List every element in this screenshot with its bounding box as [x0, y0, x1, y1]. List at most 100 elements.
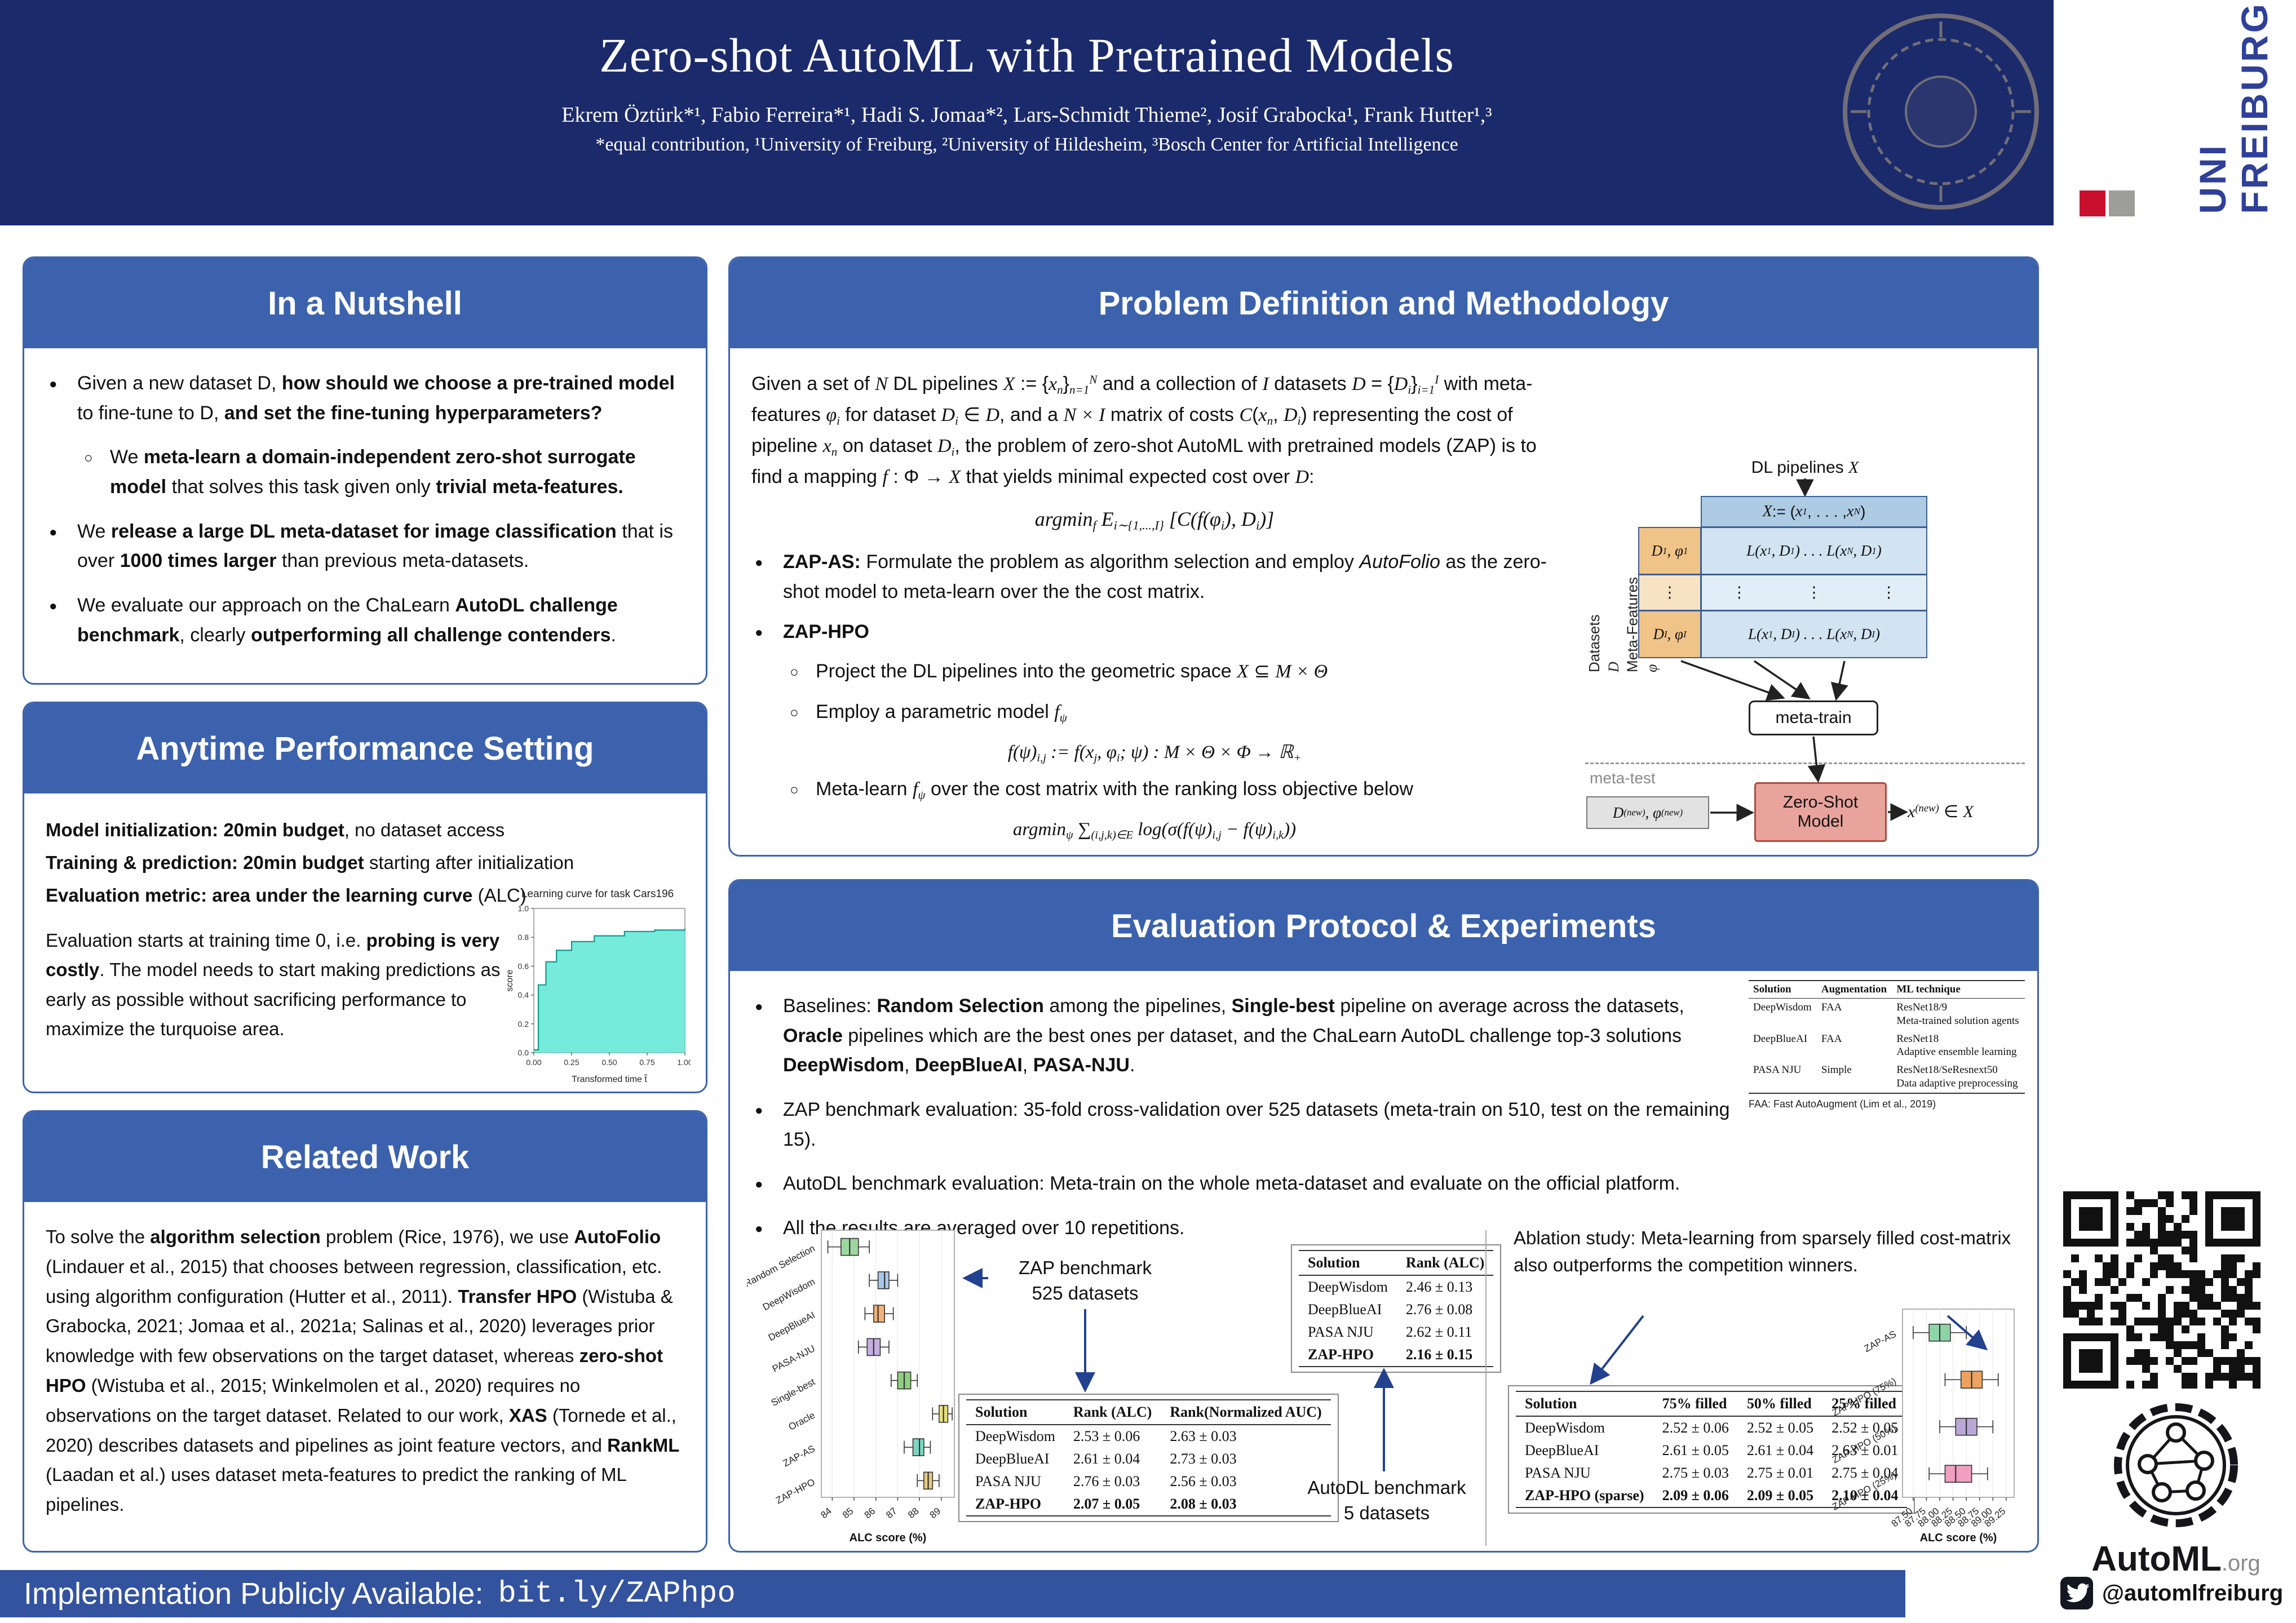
- bullet-item: We release a large DL meta-dataset for i…: [46, 517, 684, 576]
- section-related-work: Related Work To solve the algorithm sele…: [23, 1110, 707, 1553]
- svg-text:0.4: 0.4: [518, 991, 529, 1000]
- footer-label: Implementation Publicly Available:: [24, 1577, 484, 1611]
- bullet-item: ZAP benchmark evaluation: 35-fold cross-…: [751, 1095, 1732, 1154]
- bullet-item: Given a new dataset D, how should we cho…: [46, 369, 684, 428]
- svg-text:DeepWisdom: DeepWisdom: [761, 1276, 817, 1313]
- section-title-evaluation: Evaluation Protocol & Experiments: [730, 881, 2037, 971]
- uni-freiburg-logo: UNI FREIBURG: [2054, 0, 2296, 225]
- matrix-dots-cell: ⋮: [1638, 574, 1701, 611]
- section-title-related: Related Work: [24, 1112, 706, 1202]
- svg-text:ALC score (%): ALC score (%): [850, 1532, 927, 1544]
- poster-title: Zero-shot AutoML with Pretrained Models: [599, 28, 1454, 82]
- automl-logo: AutoML.org: [2074, 1398, 2277, 1579]
- bullet-item: We evaluate our approach on the ChaLearn…: [46, 591, 684, 650]
- problem-text-column: Given a set of N DL pipelines X := {xn}n…: [751, 369, 1558, 845]
- svg-text:0.0: 0.0: [518, 1048, 529, 1057]
- header-band: Zero-shot AutoML with Pretrained Models …: [0, 0, 2296, 225]
- svg-text:1.0: 1.0: [518, 904, 529, 913]
- meta-test-label: meta-test: [1590, 769, 1656, 787]
- surrogate-formula: f(ψ)i,j := f(xj, φi; ψ) : M × Θ × Φ → ℝ+: [1007, 742, 1302, 764]
- setting-line: Evaluation metric: area under the learni…: [46, 884, 527, 906]
- learning-curve-title: Learning curve for task Cars196: [521, 888, 674, 900]
- automl-tld: .org: [2221, 1551, 2260, 1576]
- svg-text:0.00: 0.00: [526, 1058, 541, 1067]
- objective-formula: argminf Ei∼{1,...,I} [C(f(φi), Di)]: [1034, 508, 1275, 533]
- twitter-block: @automlfreiburg: [2060, 1577, 2283, 1609]
- zap-hpo-bullet: ZAP-HPO: [751, 617, 1558, 647]
- nutshell-bullet-list: Given a new dataset D, how should we cho…: [46, 369, 684, 650]
- uni-logo-red-mark: [2080, 190, 2105, 216]
- dl-pipelines-label: DL pipelines X: [1751, 458, 1859, 477]
- setting-line: Model initialization: 20min budget, no d…: [46, 819, 505, 840]
- related-work-paragraph: To solve the algorithm selection problem…: [46, 1226, 680, 1515]
- automl-wordmark: AutoML: [2091, 1540, 2222, 1578]
- ablation-study-text: Ablation study: Meta-learning from spars…: [1514, 1227, 2011, 1275]
- zap-benchmark-annotation: ZAP benchmark 525 datasets: [1019, 1257, 1152, 1303]
- svg-text:0.75: 0.75: [639, 1058, 654, 1067]
- svg-text:89: 89: [928, 1506, 943, 1521]
- svg-text:0.2: 0.2: [518, 1019, 529, 1028]
- affiliations-line: *equal contribution, ¹University of Frei…: [595, 134, 1458, 155]
- svg-text:Single-best: Single-best: [769, 1376, 817, 1408]
- svg-text:87: 87: [884, 1506, 899, 1521]
- new-dataset-box: D(new), φ(new): [1586, 796, 1709, 829]
- svg-text:ZAP-HPO (25%): ZAP-HPO (25%): [1830, 1470, 1898, 1513]
- matrix-dots-cell: ⋮⋮⋮: [1701, 574, 1927, 611]
- svg-text:1.00: 1.00: [677, 1058, 691, 1067]
- svg-text:85: 85: [840, 1506, 856, 1521]
- meta-train-box: meta-train: [1749, 700, 1878, 735]
- svg-text:0.8: 0.8: [518, 933, 529, 942]
- hpo-item: Employ a parametric model fψ: [786, 697, 1558, 728]
- methodology-diagram: DL pipelines X Datasets D Meta-Features …: [1585, 458, 2025, 855]
- svg-text:0.6: 0.6: [518, 961, 529, 970]
- hpo-item: Meta-learn fψ over the cost matrix with …: [786, 774, 1558, 805]
- svg-text:0.25: 0.25: [564, 1058, 579, 1067]
- footer-link[interactable]: bit.ly/ZAPhpo: [498, 1576, 736, 1611]
- svg-text:ZAP-HPO: ZAP-HPO: [774, 1476, 817, 1506]
- svg-text:Transformed time t̃: Transformed time t̃: [572, 1074, 648, 1084]
- section-anytime-performance: Anytime Performance Setting Model initia…: [23, 702, 707, 1093]
- hpo-item: Project the DL pipelines into the geomet…: [786, 657, 1558, 687]
- svg-text:ZAP-AS: ZAP-AS: [1863, 1329, 1898, 1355]
- learning-curve-plot: 0.00 0.25 0.50 0.75 1.00 0.0 0.2 0.4 0.6 0.8 1.0Tr…: [502, 903, 693, 1092]
- svg-text:0.50: 0.50: [601, 1058, 617, 1067]
- section-problem-definition: Problem Definition and Methodology Given…: [728, 256, 2039, 857]
- svg-text:DeepBlueAI: DeepBlueAI: [767, 1310, 817, 1343]
- svg-text:ZAP-HPO (75%): ZAP-HPO (75%): [1830, 1376, 1898, 1418]
- model-output-label: x(new) ∈ X: [1908, 802, 1974, 821]
- figure-divider: [1485, 1230, 1487, 1546]
- anytime-paragraph: Evaluation starts at training time 0, i.…: [46, 930, 501, 1039]
- solutions-table-caption: FAA: Fast AutoAugment (Lim et al., 2019): [1749, 1098, 1936, 1110]
- bullet-item: AutoDL benchmark evaluation: Meta-train …: [751, 1169, 1732, 1199]
- section-title-problem: Problem Definition and Methodology: [730, 258, 2037, 348]
- anytime-setting-lines: Model initialization: 20min budget, no d…: [46, 814, 684, 911]
- qr-code: [2063, 1191, 2260, 1391]
- zap-as-bullet: ZAP-AS: Formulate the problem as algor­i…: [751, 547, 1558, 606]
- svg-text:score: score: [505, 969, 515, 991]
- section-evaluation: Evaluation Protocol & Experiments Baseli…: [728, 879, 2039, 1553]
- university-seal-icon: [1843, 14, 2039, 210]
- bullet-item: We meta-learn a domain-independent zero-…: [81, 442, 684, 502]
- learning-curve-chart: Learning curve for task Cars196 0.00 0.25…: [502, 888, 693, 1092]
- twitter-handle[interactable]: @automlfreiburg: [2102, 1580, 2284, 1606]
- svg-text:88: 88: [906, 1506, 921, 1521]
- svg-text:86: 86: [862, 1506, 878, 1521]
- authors-line: Ekrem Öztürk*¹, Fabio Ferreira*¹, Hadi S…: [561, 103, 1492, 127]
- svg-text:Oracle: Oracle: [787, 1410, 817, 1433]
- section-title-nutshell: In a Nutshell: [24, 258, 706, 348]
- ranking-loss-formula: argminψ ∑(i,j,k)∈E log(σ(f(ψ)i,j − f(ψ)i…: [1012, 819, 1297, 841]
- problem-intro: Given a set of N DL pipelines X := {xn}n…: [751, 373, 1537, 488]
